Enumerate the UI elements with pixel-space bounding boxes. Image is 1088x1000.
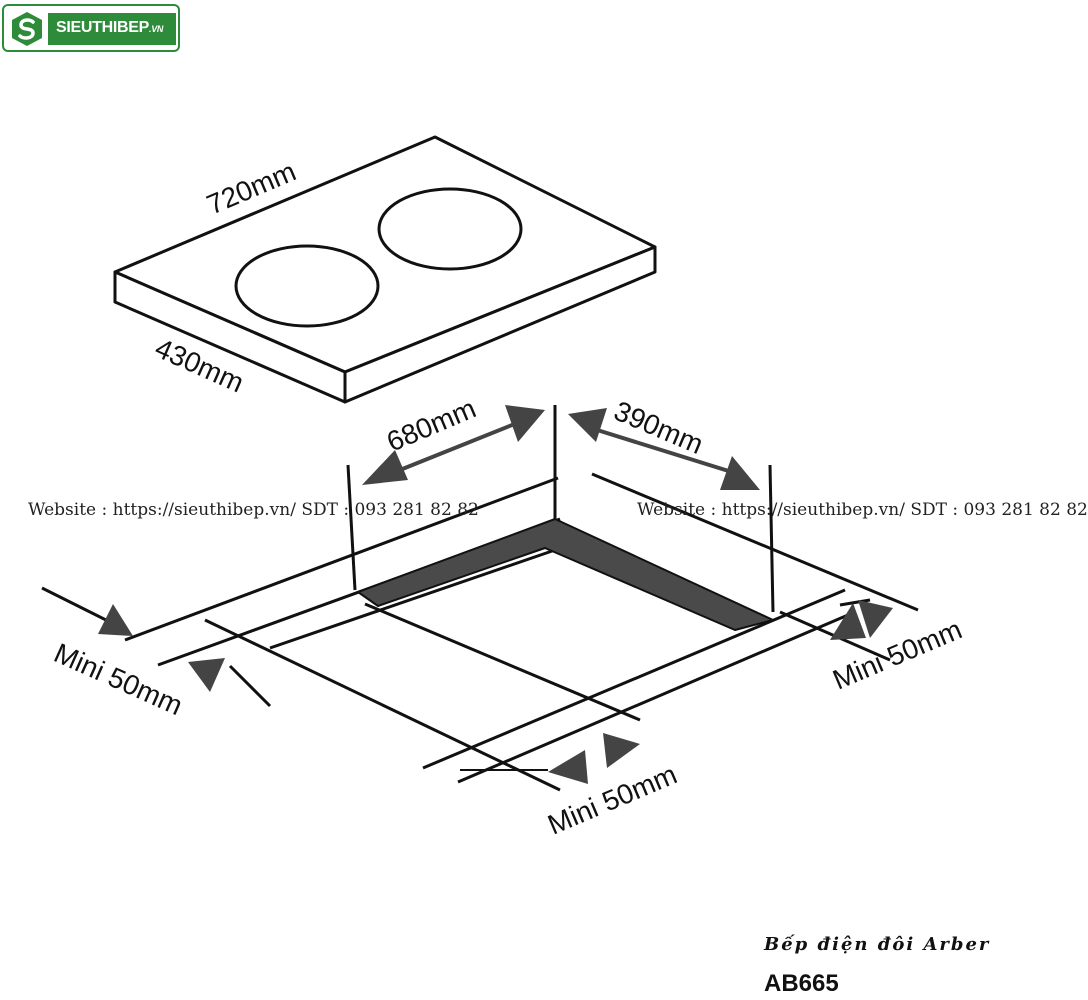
product-title: Bếp điện đôi Arber bbox=[764, 934, 991, 955]
brand-logo[interactable]: SIEUTHIBEP.VN bbox=[2, 4, 180, 52]
hob-burner-right bbox=[377, 187, 523, 271]
countertop bbox=[124, 472, 919, 792]
cutout bbox=[357, 518, 774, 631]
hob-side-face bbox=[343, 245, 657, 404]
arrow-left-in bbox=[98, 604, 133, 636]
watermark-left: Website : https://sieuthibep.vn/ SDT : 0… bbox=[28, 500, 479, 520]
product-model: AB665 bbox=[764, 970, 839, 997]
label-clearance-left: Mini 50mm bbox=[50, 637, 188, 721]
arrow-front-right bbox=[603, 733, 640, 768]
hob-body bbox=[113, 135, 657, 404]
watermark-right: Website : https://sieuthibep.vn/ SDT : 0… bbox=[637, 500, 1088, 520]
logo-s-icon bbox=[12, 12, 42, 46]
arrow-right-b bbox=[858, 600, 893, 638]
logo-suffix: .VN bbox=[149, 24, 164, 34]
arrow-390-left bbox=[568, 408, 607, 442]
logo-brand: SIEUTHIBEP bbox=[56, 19, 150, 36]
label-cutout-width: 680mm bbox=[382, 393, 480, 458]
arrow-right-a bbox=[830, 603, 866, 640]
clearance-leaders bbox=[41, 586, 871, 708]
installation-diagram: 720mm 430mm 680mm 390mm Mini 50mm Mini 5… bbox=[41, 135, 966, 841]
hob-burner-left bbox=[234, 244, 380, 328]
dimension-arrows bbox=[98, 405, 893, 784]
arrow-front-left bbox=[548, 750, 588, 784]
logo-text: SIEUTHIBEP.VN bbox=[56, 19, 163, 37]
arrow-390-right bbox=[720, 456, 760, 490]
arrow-680-left bbox=[362, 450, 408, 485]
cutout-band bbox=[357, 518, 774, 631]
arrow-680-right bbox=[505, 405, 545, 442]
extension-lines bbox=[346, 405, 775, 613]
arrow-left-out bbox=[188, 658, 225, 692]
